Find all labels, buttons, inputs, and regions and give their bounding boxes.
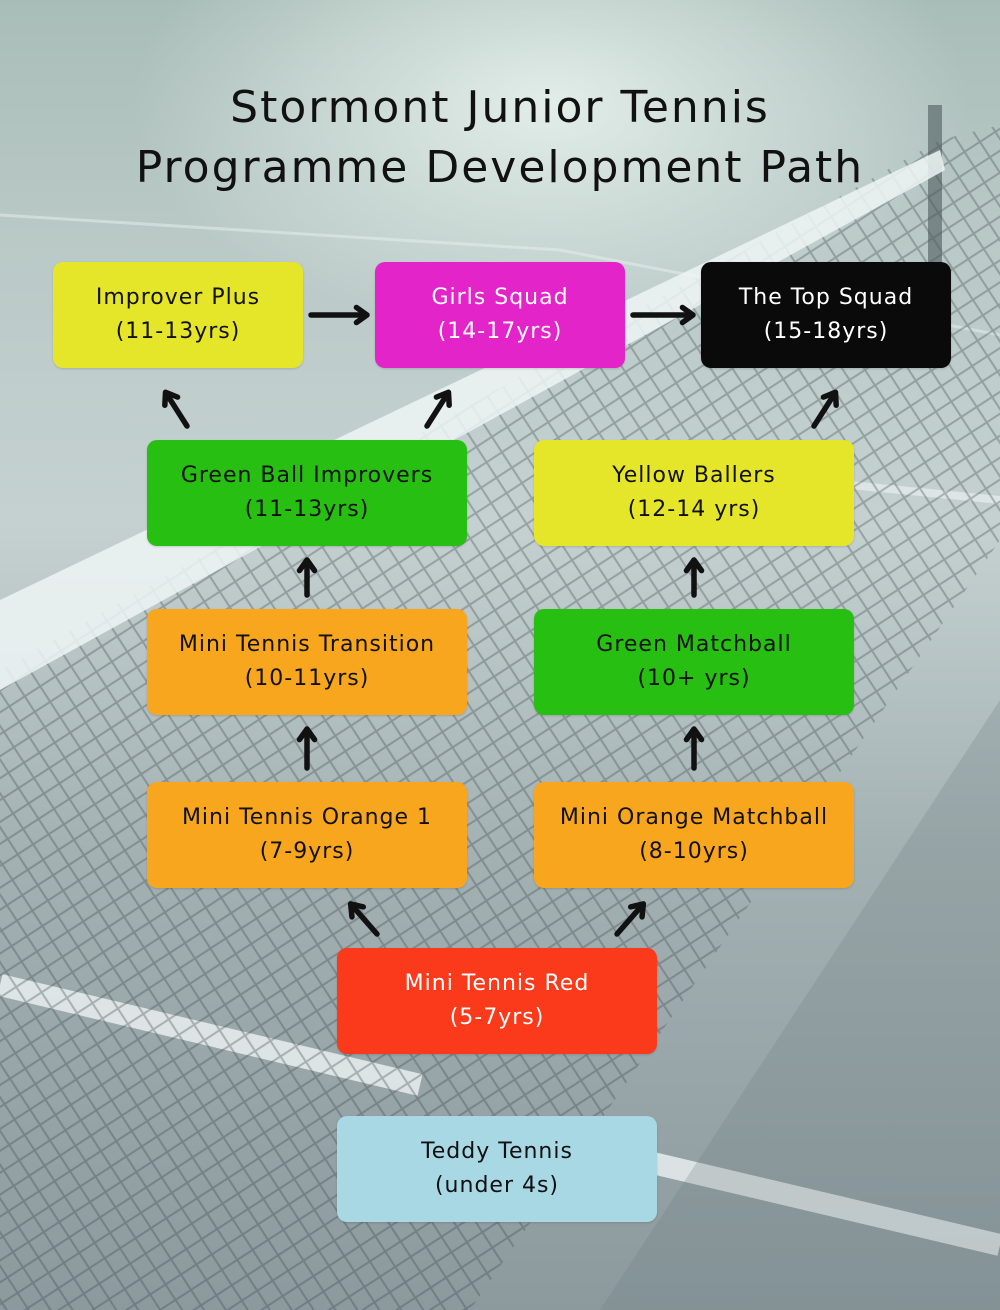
node-mini-orange-matchball: Mini Orange Matchball (8-10yrs) <box>534 782 854 888</box>
node-top-squad: The Top Squad (15-18yrs) <box>701 262 951 368</box>
arrow-green_ball-to-improver_plus <box>162 389 190 429</box>
node-mini-tennis-red: Mini Tennis Red (5-7yrs) <box>337 948 657 1054</box>
node-age: (under 4s) <box>434 1173 560 1198</box>
node-green-ball-improvers: Green Ball Improvers (11-13yrs) <box>147 440 467 546</box>
title-line-1: Stormont Junior Tennis <box>230 82 770 133</box>
arrow-mini_orange_match-to-green_matchball <box>683 726 705 771</box>
arrow-mini_red-to-mini_orange1 <box>347 901 380 937</box>
node-mini-tennis-transition: Mini Tennis Transition (10-11yrs) <box>147 609 467 715</box>
arrow-mini_red-to-mini_orange_match <box>614 901 647 937</box>
node-name: Improver Plus <box>95 285 261 310</box>
arrow-mini_transition-to-green_ball <box>296 557 318 598</box>
node-mini-tennis-orange-1: Mini Tennis Orange 1 (7-9yrs) <box>147 782 467 888</box>
node-age: (11-13yrs) <box>115 319 241 344</box>
title-line-2: Programme Development Path <box>135 142 865 193</box>
node-yellow-ballers: Yellow Ballers (12-14 yrs) <box>534 440 854 546</box>
arrow-girls_squad-to-top_squad <box>630 304 696 326</box>
arrow-improver_plus-to-girls_squad <box>308 304 370 326</box>
node-improver-plus: Improver Plus (11-13yrs) <box>53 262 303 368</box>
node-age: (7-9yrs) <box>259 839 355 864</box>
node-name: Mini Tennis Transition <box>178 632 436 657</box>
node-name: Girls Squad <box>431 285 569 310</box>
arrow-green_matchball-to-yellow_ballers <box>683 557 705 598</box>
diagram-title: Stormont Junior Tennis Programme Develop… <box>0 78 1000 198</box>
node-name: Green Ball Improvers <box>180 463 434 488</box>
node-age: (5-7yrs) <box>449 1005 545 1030</box>
node-age: (15-18yrs) <box>763 319 889 344</box>
node-name: Green Matchball <box>596 632 792 657</box>
node-age: (8-10yrs) <box>639 839 749 864</box>
node-age: (10-11yrs) <box>244 666 370 691</box>
node-age: (12-14 yrs) <box>627 497 761 522</box>
node-age: (11-13yrs) <box>244 497 370 522</box>
node-age: (14-17yrs) <box>437 319 563 344</box>
arrow-yellow_ballers-to-top_squad <box>811 389 839 429</box>
node-girls-squad: Girls Squad (14-17yrs) <box>375 262 625 368</box>
node-name: Yellow Ballers <box>612 463 776 488</box>
node-age: (10+ yrs) <box>637 666 751 691</box>
arrow-mini_orange1-to-mini_transition <box>296 726 318 771</box>
node-name: Mini Tennis Red <box>404 971 590 996</box>
node-green-matchball: Green Matchball (10+ yrs) <box>534 609 854 715</box>
node-name: Teddy Tennis <box>421 1139 573 1164</box>
node-name: The Top Squad <box>738 285 914 310</box>
arrow-green_ball-to-girls_squad <box>424 389 452 429</box>
node-teddy-tennis: Teddy Tennis (under 4s) <box>337 1116 657 1222</box>
node-name: Mini Tennis Orange 1 <box>181 805 433 830</box>
node-name: Mini Orange Matchball <box>559 805 829 830</box>
